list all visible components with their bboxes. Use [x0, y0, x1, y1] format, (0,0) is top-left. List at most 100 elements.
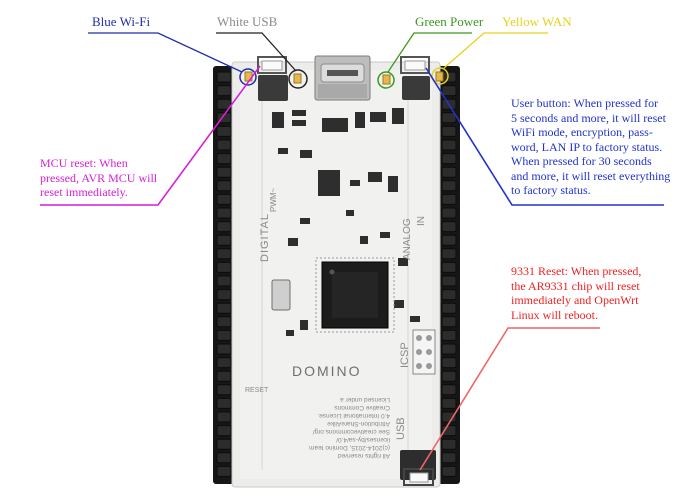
- header-pin: [216, 438, 232, 450]
- header-pin: [216, 302, 232, 314]
- header-pin: [216, 316, 232, 328]
- header-pin: [216, 289, 232, 301]
- header-pin: [441, 289, 457, 301]
- ar9331-reset-line-3: immediately and OpenWrt: [511, 293, 639, 307]
- header-pin: [216, 71, 232, 83]
- header-pin: [441, 343, 457, 355]
- mcu-reset-button[interactable]: [257, 56, 288, 101]
- blue-wifi-label: Blue Wi-Fi: [92, 14, 151, 29]
- left-pin-header: [213, 66, 235, 484]
- header-pin: [216, 261, 232, 273]
- silk-in: IN: [416, 216, 427, 226]
- ar9331-reset-line-4: Linux will reboot.: [511, 307, 598, 322]
- yellow-wan-led: [435, 71, 444, 82]
- silk-rights: All rights reserved: [338, 452, 390, 459]
- header-pin: [216, 248, 232, 260]
- mcu-reset-line-2: pressed, AVR MCU will: [40, 170, 158, 185]
- header-pin: [216, 125, 232, 137]
- silk-license-block: All rights reserved (c)2014-2015, Domino…: [309, 396, 390, 459]
- header-pin: [441, 139, 457, 151]
- user-button-line-1: User button: When pressed for: [511, 96, 659, 110]
- header-pin: [441, 411, 457, 423]
- header-pin: [216, 139, 232, 151]
- header-pin: [441, 112, 457, 124]
- header-pin: [441, 397, 457, 409]
- ar9331-chip: [315, 257, 395, 333]
- header-pin: [216, 397, 232, 409]
- user-button-line-6: and more, it will reset everything: [511, 168, 671, 183]
- header-pin: [441, 302, 457, 314]
- header-pin: [216, 411, 232, 423]
- header-pin: [216, 234, 232, 246]
- mcu-reset-line-1: MCU reset: When: [40, 156, 128, 170]
- header-pin: [441, 248, 457, 260]
- silk-license-url: licenses/by-sa/4.0/: [336, 436, 390, 443]
- user-button-label: User button: When pressed for 5 seconds …: [511, 96, 670, 198]
- user-button-line-2: 5 seconds and more, it will reset: [511, 110, 666, 125]
- header-pin: [441, 370, 457, 382]
- silk-copyright: (c)2014-2015, Domino team: [309, 444, 390, 451]
- green-power-leader-line: [387, 32, 472, 73]
- silk-analog: ANALOG: [402, 218, 413, 260]
- header-pin: [216, 465, 232, 477]
- yellow-wan-leader-line: [443, 32, 548, 69]
- yellow-wan-label: Yellow WAN: [502, 14, 572, 29]
- green-power-led: [382, 74, 391, 85]
- header-pin: [441, 166, 457, 178]
- ar9331-reset-label: 9331 Reset: When pressed, the AR9331 chi…: [511, 264, 641, 322]
- header-pin: [216, 193, 232, 205]
- green-power-label: Green Power: [415, 14, 484, 29]
- micro-usb-connector: [314, 55, 371, 101]
- user-button-leader-line: [425, 67, 664, 206]
- silk-licensed: Licensed under a: [340, 396, 390, 403]
- header-pin: [441, 193, 457, 205]
- mcu-reset-leader-line: [40, 65, 261, 206]
- silk-license-type: 4.0 International License.: [317, 412, 390, 419]
- header-pin: [441, 125, 457, 137]
- white-usb-leader-line: [216, 32, 297, 72]
- ar9331-reset-leader-line: [419, 327, 600, 471]
- silk-cc-name: Creative Commons: [334, 404, 390, 411]
- header-pin: [441, 85, 457, 97]
- header-pin: [216, 370, 232, 382]
- header-pin: [441, 465, 457, 477]
- header-pin: [441, 207, 457, 219]
- white-usb-led-marker: [288, 69, 308, 89]
- header-pin: [216, 207, 232, 219]
- white-usb-led: [293, 73, 302, 84]
- header-pin: [216, 153, 232, 165]
- crystal: [271, 279, 291, 311]
- header-pin: [441, 180, 457, 192]
- header-pin: [216, 452, 232, 464]
- silk-digital: DIGITAL: [259, 213, 271, 262]
- user-button-line-4: word, LAN IP to factory status.: [511, 139, 663, 154]
- green-power-led-marker: [377, 71, 395, 89]
- silk-icsp: ICSP: [399, 342, 411, 368]
- user-button-line-5: When pressed for 30 seconds: [511, 154, 652, 168]
- ar9331-reset-line-1: 9331 Reset: When pressed,: [511, 264, 642, 278]
- header-pin: [441, 71, 457, 83]
- white-usb-label: White USB: [217, 14, 278, 29]
- silk-cc-url: See creativecommons.org/: [312, 428, 390, 435]
- silk-logo: DOMINO: [292, 363, 362, 379]
- header-pin: [216, 221, 232, 233]
- header-pin: [441, 357, 457, 369]
- right-pin-header: [438, 66, 460, 484]
- user-button[interactable]: [400, 56, 430, 100]
- header-pin: [441, 316, 457, 328]
- blue-wifi-leader-line: [88, 32, 243, 73]
- header-pin: [441, 221, 457, 233]
- user-button-line-7: to factory status.: [511, 183, 591, 197]
- header-pin: [441, 438, 457, 450]
- header-pin: [441, 329, 457, 341]
- header-pin: [441, 153, 457, 165]
- mcu-reset-line-3: reset immediately.: [40, 185, 128, 199]
- silk-reset: RESET: [245, 387, 269, 394]
- silk-pwm: PWM~: [269, 187, 278, 212]
- header-pin: [441, 275, 457, 287]
- silk-license-name: Attribution-ShareAlike: [327, 420, 390, 427]
- header-pin: [441, 452, 457, 464]
- header-pin: [216, 329, 232, 341]
- ar9331-reset-button[interactable]: [400, 450, 436, 486]
- header-pin: [216, 343, 232, 355]
